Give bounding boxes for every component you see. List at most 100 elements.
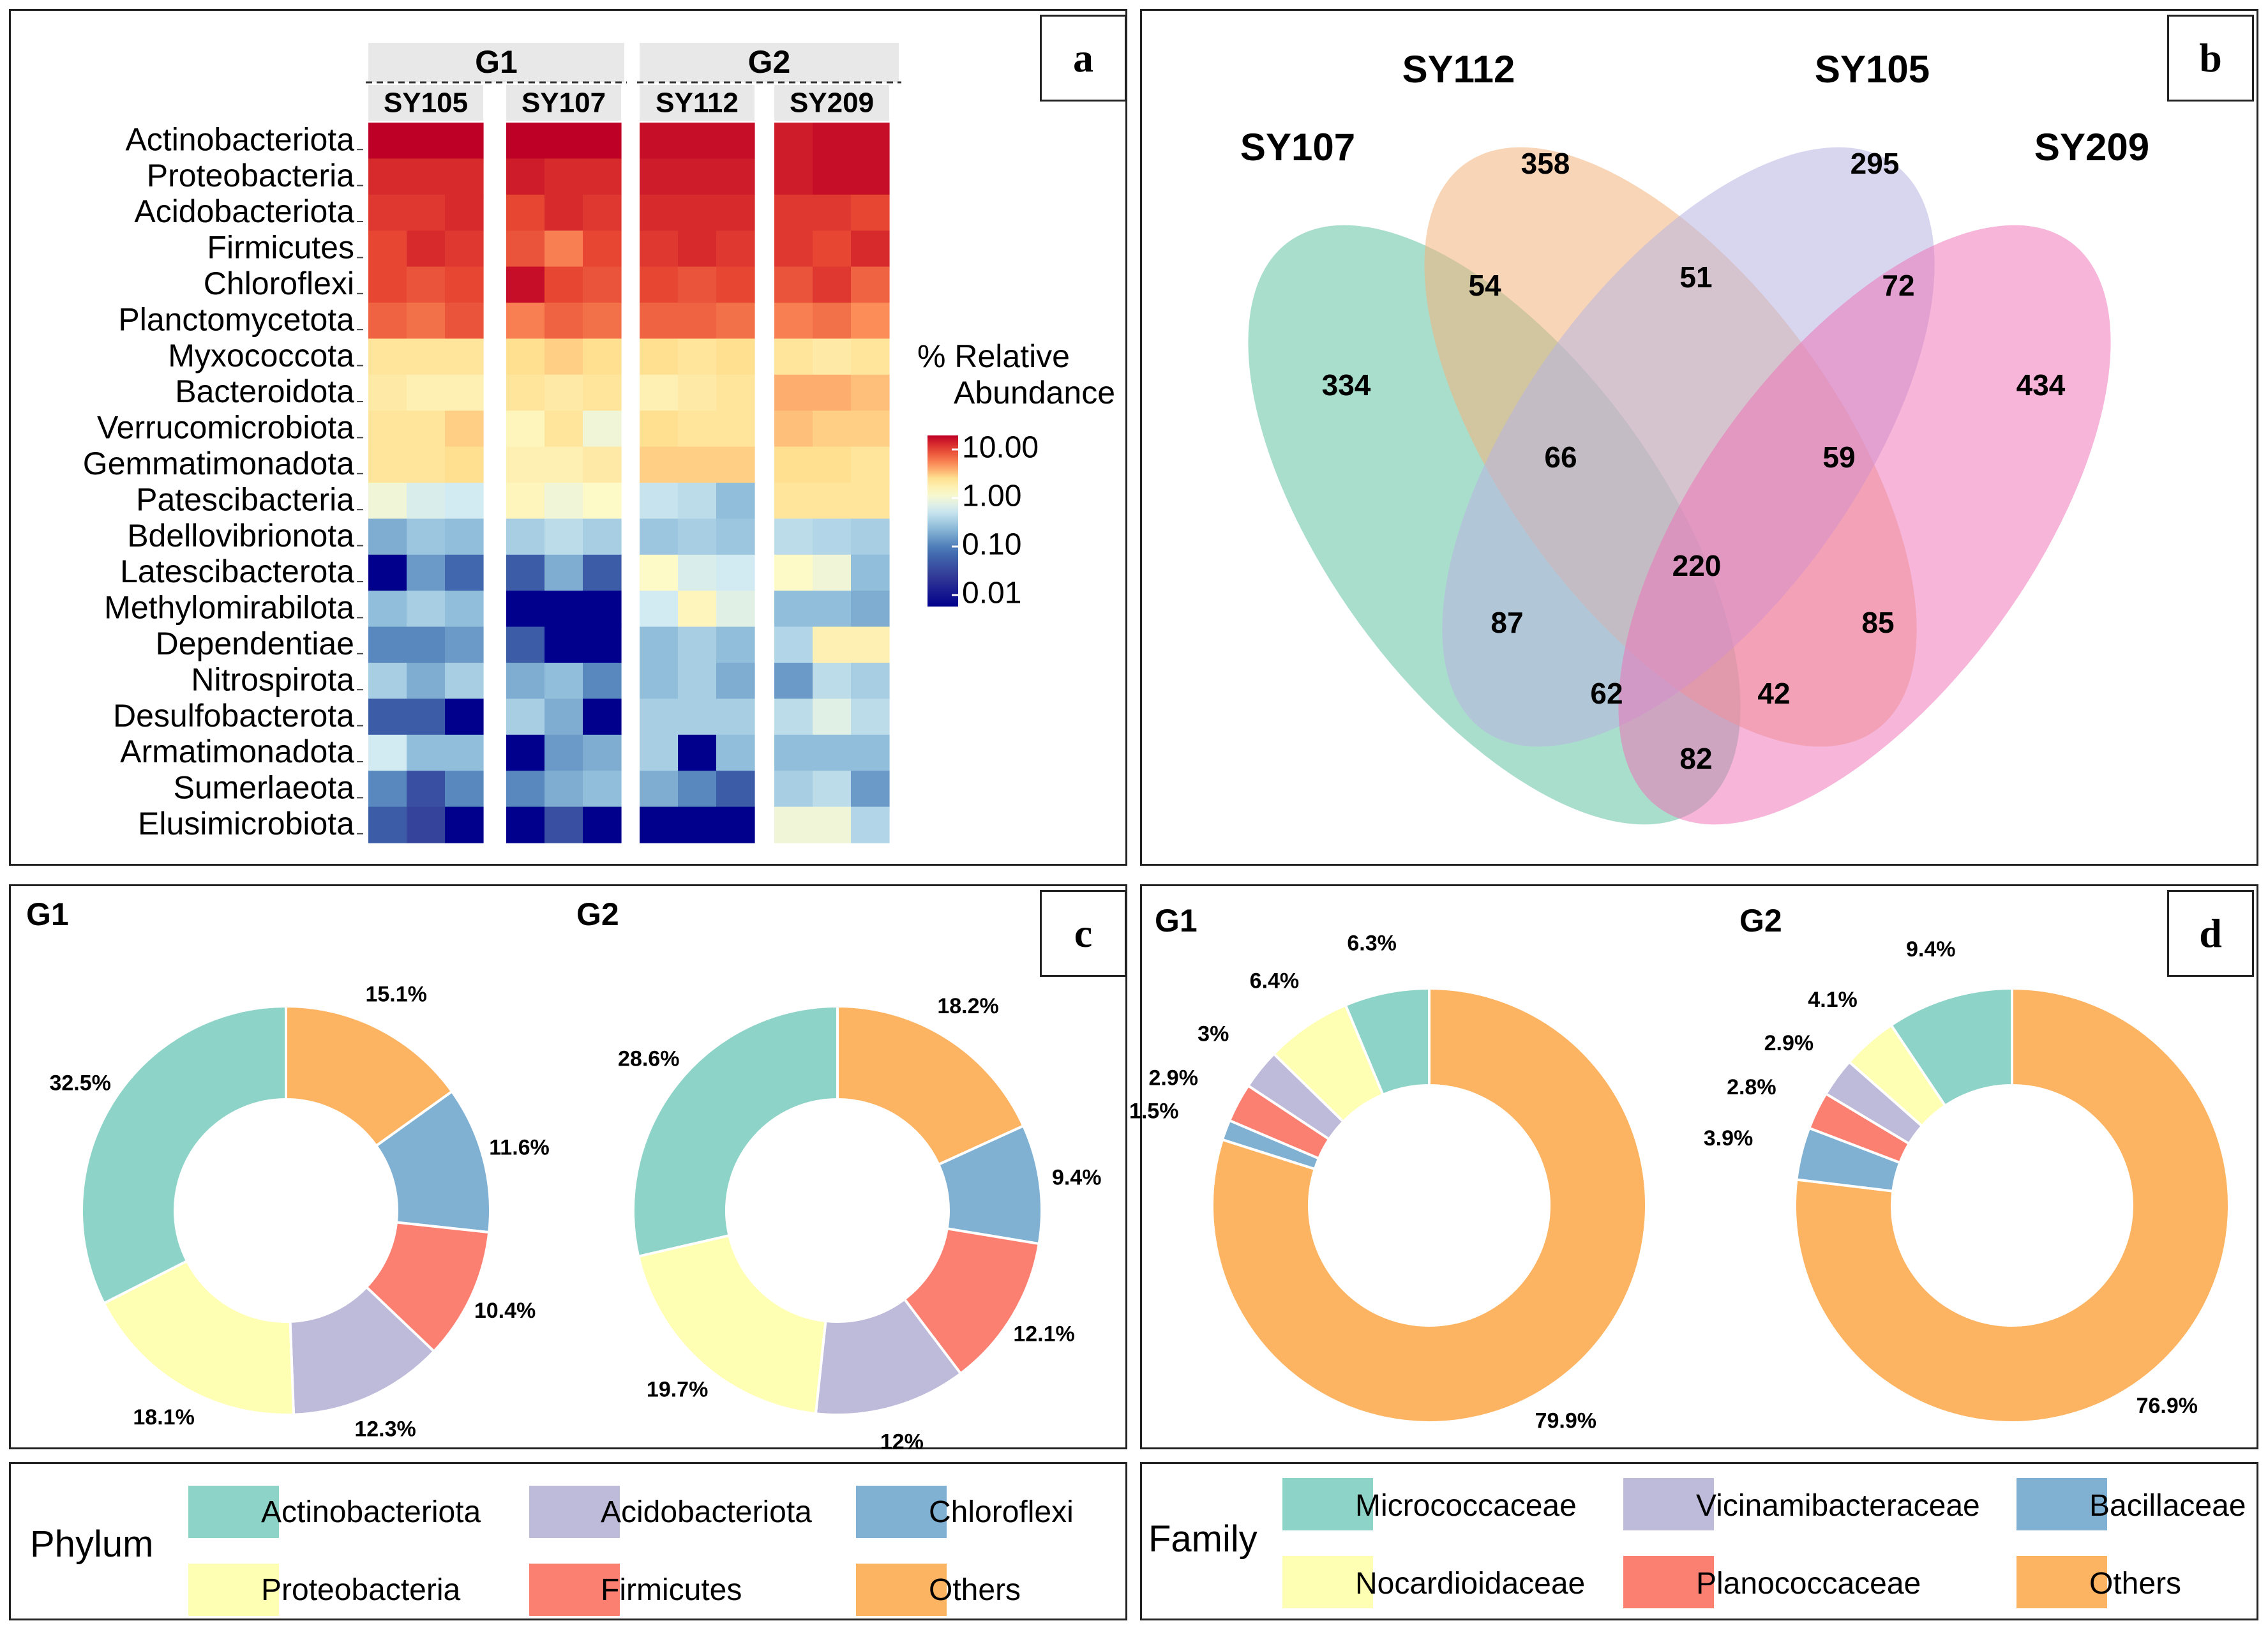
heatmap-cell-nitrospirota-6 xyxy=(583,663,622,699)
row-label-chloroflexi: Chloroflexi xyxy=(204,266,354,301)
legend-label-bacillaceae: Bacillaceae xyxy=(2089,1489,2246,1523)
venn-region-sy107-sy209: 82 xyxy=(1679,742,1712,775)
heatmap-cell-myxococcota-6 xyxy=(583,338,622,375)
heatmap-cell-acidobacteriota-11 xyxy=(813,194,852,231)
heatmap-cell-planctomycetota-11 xyxy=(813,303,852,339)
heatmap-cell-bdellovibrionota-10 xyxy=(774,518,813,555)
heatmap-cell-latescibacterota-6 xyxy=(583,554,622,591)
heatmap-cell-armatimonadota-7 xyxy=(640,734,679,771)
heatmap-cell-nitrospirota-2 xyxy=(407,663,446,699)
heatmap-cell-dependentiae-12 xyxy=(851,626,890,663)
heatmap-cell-acidobacteriota-4 xyxy=(506,194,545,231)
heatmap-cell-proteobacteria-6 xyxy=(583,158,622,195)
heatmap-cell-acidobacteriota-5 xyxy=(544,194,583,231)
heatmap-cell-gemmatimonadota-1 xyxy=(368,446,407,483)
heatmap-cell-methylomirabilota-5 xyxy=(544,591,583,628)
heatmap-cell-patescibacteria-3 xyxy=(445,483,484,519)
heatmap-cell-sumerlaeota-6 xyxy=(583,771,622,808)
heatmap-cell-dependentiae-6 xyxy=(583,626,622,663)
family-g1-donut-slice-others xyxy=(1211,986,1648,1424)
sample-header-sy209 xyxy=(774,85,889,121)
heatmap-cell-bdellovibrionota-5 xyxy=(544,518,583,555)
heatmap-cell-desulfobacterota-3 xyxy=(445,698,484,736)
legend-swatch-actinobacteriota xyxy=(188,1486,279,1538)
heatmap-cell-planctomycetota-3 xyxy=(445,303,484,339)
heatmap-cell-latescibacterota-12 xyxy=(851,554,890,591)
venn-region-sy107-sy105: 87 xyxy=(1491,606,1523,639)
heatmap-cell-elusimicrobiota-8 xyxy=(678,806,717,843)
heatmap-cell-armatimonadota-9 xyxy=(716,734,755,771)
heatmap-cell-nitrospirota-5 xyxy=(544,663,583,699)
heatmap-cell-elusimicrobiota-7 xyxy=(640,806,679,843)
heatmap-cell-desulfobacterota-9 xyxy=(716,698,755,736)
heatmap-cell-elusimicrobiota-1 xyxy=(368,806,407,843)
heatmap-cell-gemmatimonadota-4 xyxy=(506,446,545,483)
heatmap-cell-sumerlaeota-11 xyxy=(813,771,852,808)
phylum-g2-donut-label-firmicutes: 12.1% xyxy=(1013,1322,1074,1346)
heatmap-cell-patescibacteria-11 xyxy=(813,483,852,519)
heatmap-cell-desulfobacterota-6 xyxy=(583,698,622,736)
heatmap-cell-myxococcota-4 xyxy=(506,338,545,375)
heatmap-cell-methylomirabilota-1 xyxy=(368,591,407,628)
sample-label-sy107: SY107 xyxy=(522,87,606,119)
family-g1-donut-label-others: 79.9% xyxy=(1535,1409,1596,1433)
row-label-armatimonadota: Armatimonadota xyxy=(120,734,354,769)
colorbar-tick-label-4: 0.01 xyxy=(962,577,1021,610)
heatmap-cell-dependentiae-3 xyxy=(445,626,484,663)
heatmap-cell-latescibacterota-7 xyxy=(640,554,679,591)
heatmap-cell-patescibacteria-10 xyxy=(774,483,813,519)
heatmap-cell-latescibacterota-5 xyxy=(544,554,583,591)
family-g2-donut-label-planococcaceae: 2.8% xyxy=(1727,1075,1776,1099)
heatmap-cell-proteobacteria-2 xyxy=(407,158,446,195)
heatmap-cell-actinobacteriota-12 xyxy=(851,123,890,159)
legend-label-micrococcaceae: Micrococcaceae xyxy=(1355,1489,1577,1523)
heatmap-cell-planctomycetota-7 xyxy=(640,303,679,339)
heatmap-cell-firmicutes-10 xyxy=(774,230,813,268)
row-label-gemmatimonadota: Gemmatimonadota xyxy=(83,446,354,481)
heatmap-cell-planctomycetota-8 xyxy=(678,303,717,339)
heatmap-cell-proteobacteria-12 xyxy=(851,158,890,195)
heatmap-cell-acidobacteriota-2 xyxy=(407,194,446,231)
heatmap-cell-patescibacteria-7 xyxy=(640,483,679,519)
family-legend-title: Family xyxy=(1148,1518,1258,1560)
heatmap-cell-bdellovibrionota-12 xyxy=(851,518,890,555)
heatmap-cell-methylomirabilota-2 xyxy=(407,591,446,628)
heatmap-cell-proteobacteria-10 xyxy=(774,158,813,195)
legend-swatch-proteobacteria xyxy=(188,1564,279,1616)
heatmap-cell-bdellovibrionota-8 xyxy=(678,518,717,555)
heatmap-cell-verrucomicrobiota-5 xyxy=(544,411,583,448)
heatmap-cell-chloroflexi-7 xyxy=(640,266,679,303)
heatmap-cell-chloroflexi-9 xyxy=(716,266,755,303)
family-g1-donut-title: G1 xyxy=(1155,903,1198,939)
venn-region-sy112-sy105-sy209: 59 xyxy=(1822,441,1855,474)
heatmap-cell-actinobacteriota-8 xyxy=(678,123,717,159)
heatmap-cell-gemmatimonadota-7 xyxy=(640,446,679,483)
legend-label-actinobacteriota: Actinobacteriota xyxy=(261,1495,481,1529)
heatmap-cell-verrucomicrobiota-2 xyxy=(407,411,446,448)
heatmap-cell-patescibacteria-1 xyxy=(368,483,407,519)
heatmap-cell-desulfobacterota-5 xyxy=(544,698,583,736)
heatmap-cell-chloroflexi-4 xyxy=(506,266,545,303)
heatmap-cell-bacteroidota-3 xyxy=(445,374,484,411)
legend-swatch-nocardioidaceae xyxy=(1282,1556,1373,1608)
row-label-actinobacteriota: Actinobacteriota xyxy=(125,121,354,157)
venn-set-sy209 xyxy=(1618,225,2111,825)
phylum-g1-donut-label-proteobacteria: 18.1% xyxy=(133,1405,194,1430)
phylum-g2-donut-title: G2 xyxy=(576,896,619,932)
heatmap-cell-verrucomicrobiota-6 xyxy=(583,411,622,448)
venn-region-sy112: 358 xyxy=(1521,147,1570,180)
panel-tag-a: a xyxy=(1040,15,1127,102)
heatmap-cell-gemmatimonadota-12 xyxy=(851,446,890,483)
heatmap-cell-proteobacteria-11 xyxy=(813,158,852,195)
heatmap-cell-bacteroidota-7 xyxy=(640,374,679,411)
phylum-g1-donut-title: G1 xyxy=(26,896,69,932)
heatmap-cell-actinobacteriota-5 xyxy=(544,123,583,159)
heatmap-cell-chloroflexi-2 xyxy=(407,266,446,303)
heatmap-cell-gemmatimonadota-11 xyxy=(813,446,852,483)
heatmap-cell-nitrospirota-9 xyxy=(716,663,755,699)
heatmap-cell-desulfobacterota-7 xyxy=(640,698,679,736)
heatmap-cell-myxococcota-8 xyxy=(678,338,717,375)
heatmap-cell-elusimicrobiota-2 xyxy=(407,806,446,843)
heatmap-cell-elusimicrobiota-3 xyxy=(445,806,484,843)
